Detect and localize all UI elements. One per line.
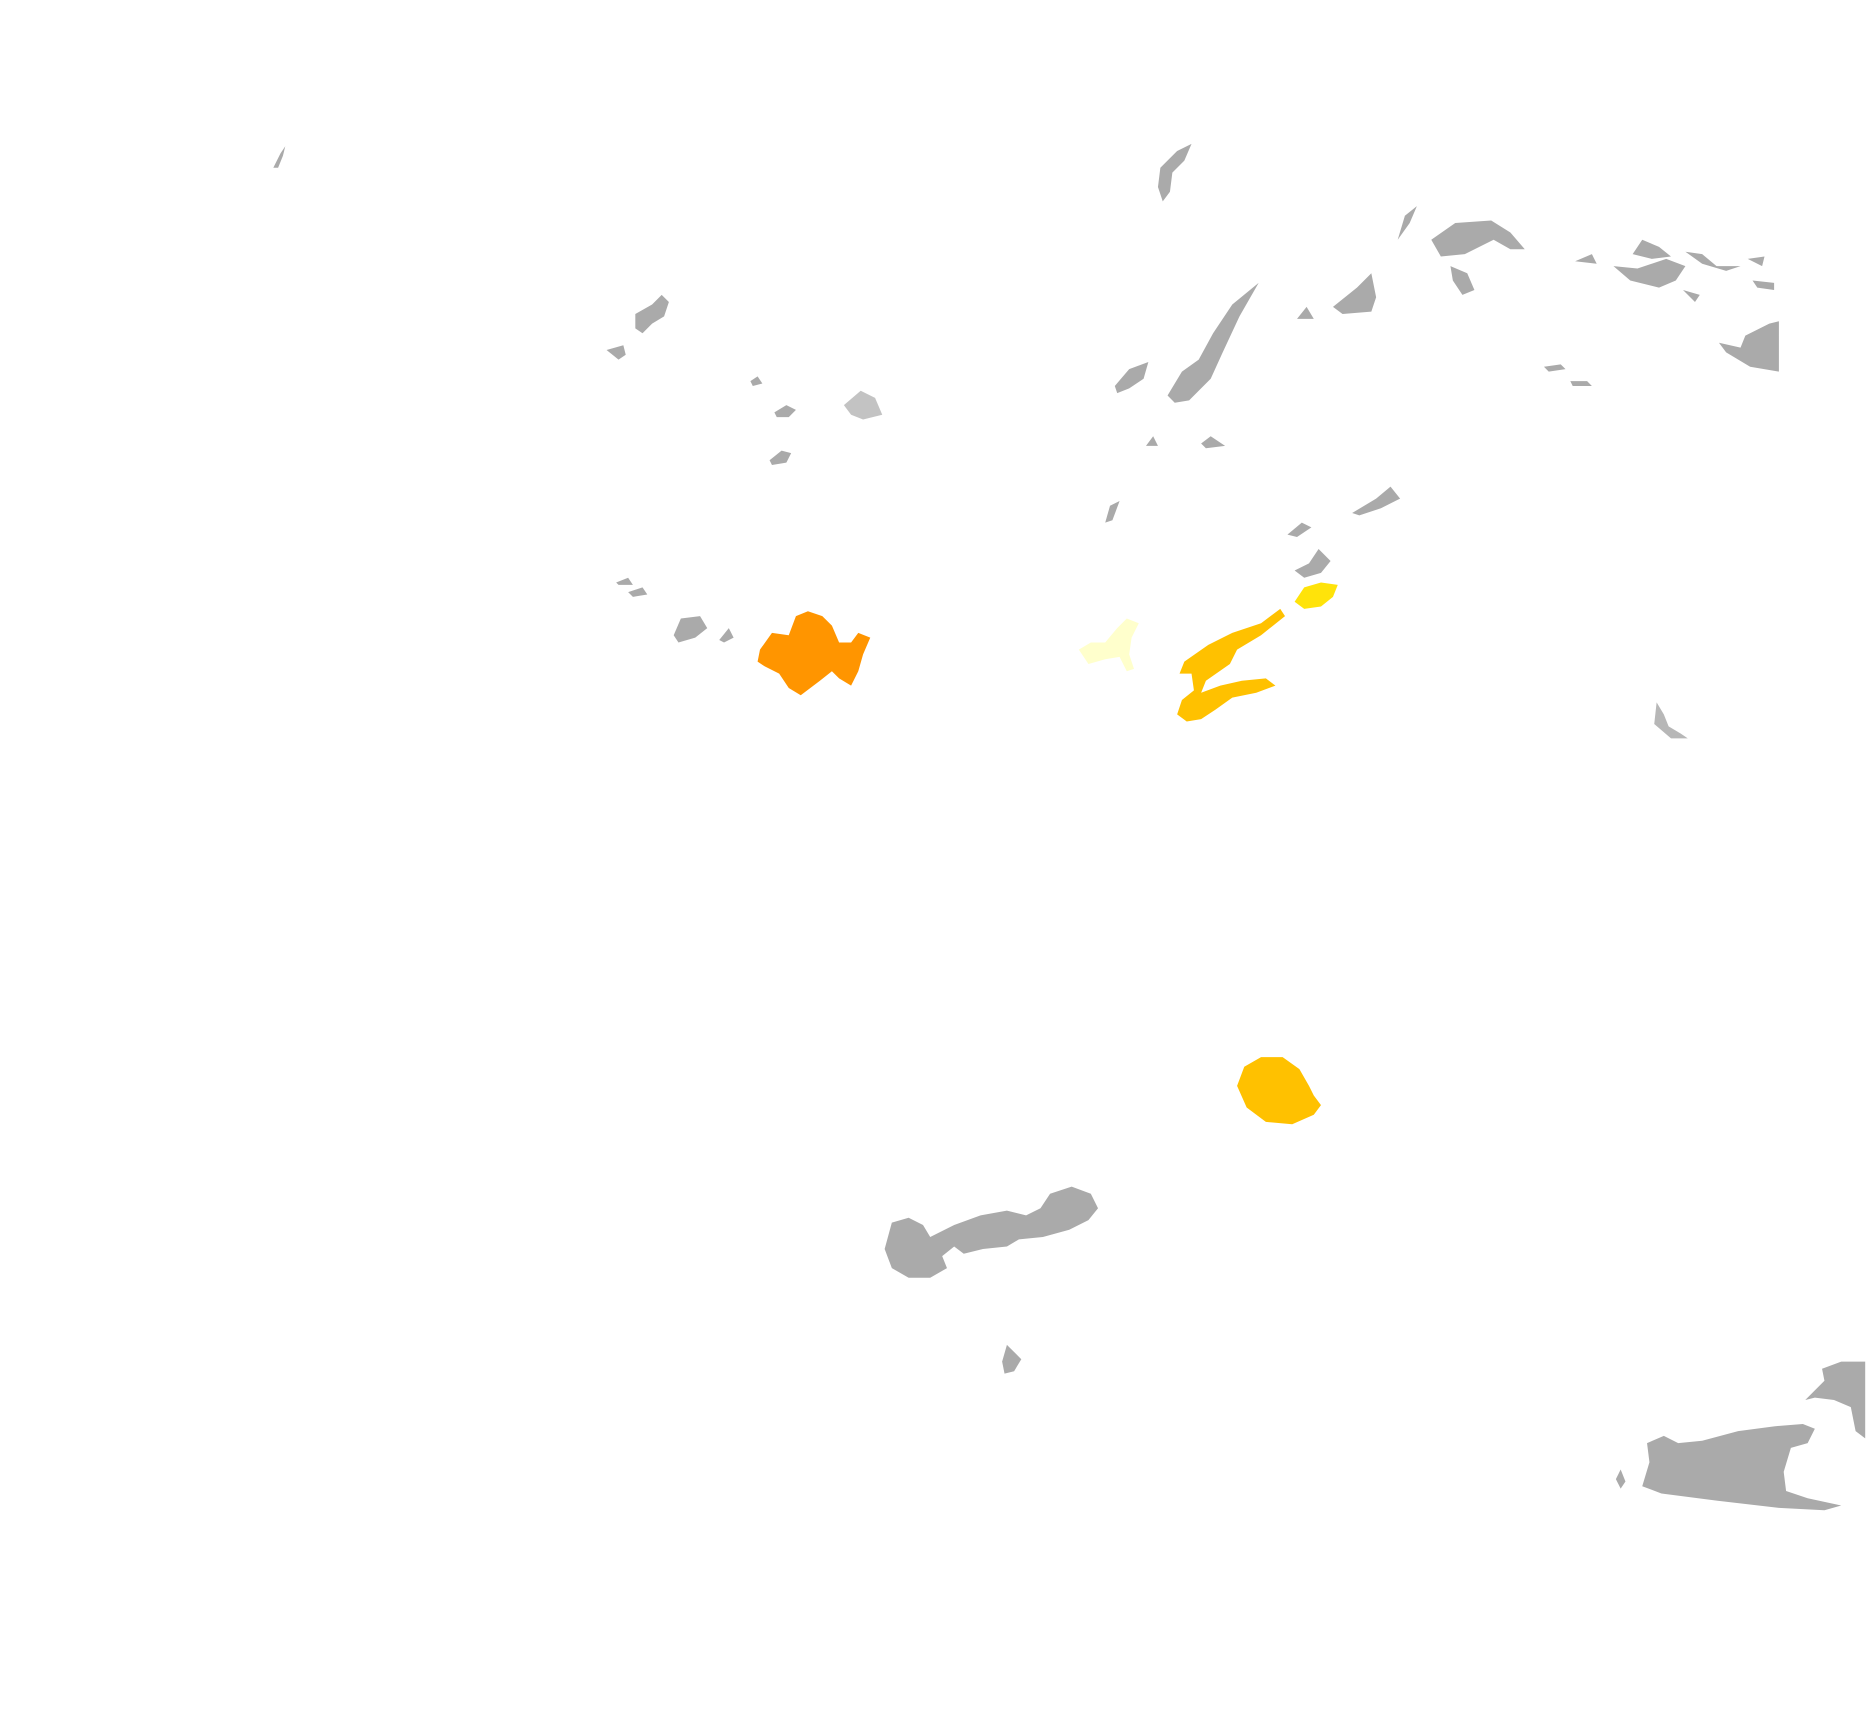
- island: [673, 616, 708, 643]
- island: [1805, 1361, 1866, 1439]
- island: [1543, 364, 1592, 386]
- island: [1167, 282, 1259, 403]
- island: [750, 376, 763, 386]
- island-level-4: [757, 611, 871, 696]
- island: [1654, 702, 1688, 739]
- island: [1145, 436, 1226, 449]
- island: [1613, 258, 1686, 288]
- island: [1747, 256, 1775, 291]
- island: [774, 405, 796, 418]
- island: [1002, 1344, 1022, 1374]
- island: [719, 628, 734, 643]
- highlighted-islands: [757, 582, 1338, 1125]
- island: [1114, 361, 1149, 394]
- island: [606, 345, 626, 360]
- island: [1294, 548, 1331, 578]
- island: [1105, 501, 1120, 523]
- island: [1685, 251, 1741, 271]
- island: [884, 1186, 1099, 1278]
- island: [1332, 273, 1377, 315]
- no-data-islands: [273, 143, 1866, 1511]
- island-level-2: [1294, 582, 1338, 609]
- island: [1287, 522, 1312, 537]
- island: [635, 294, 669, 334]
- island: [1297, 306, 1314, 319]
- island: [1450, 266, 1475, 295]
- island: [273, 146, 286, 168]
- island: [1157, 143, 1192, 202]
- island: [1642, 1423, 1842, 1511]
- island: [1683, 290, 1700, 303]
- island: [769, 450, 792, 466]
- island-level-3: [1177, 608, 1286, 722]
- island-level-3: [1237, 1057, 1321, 1125]
- island: [616, 577, 648, 597]
- island: [1352, 486, 1401, 516]
- island: [1397, 206, 1417, 240]
- island: [1431, 220, 1525, 257]
- island-level-1: [1078, 618, 1139, 672]
- island: [1718, 321, 1779, 372]
- island: [843, 390, 883, 420]
- island: [1632, 239, 1672, 259]
- island: [1575, 254, 1597, 264]
- island: [1615, 1469, 1626, 1489]
